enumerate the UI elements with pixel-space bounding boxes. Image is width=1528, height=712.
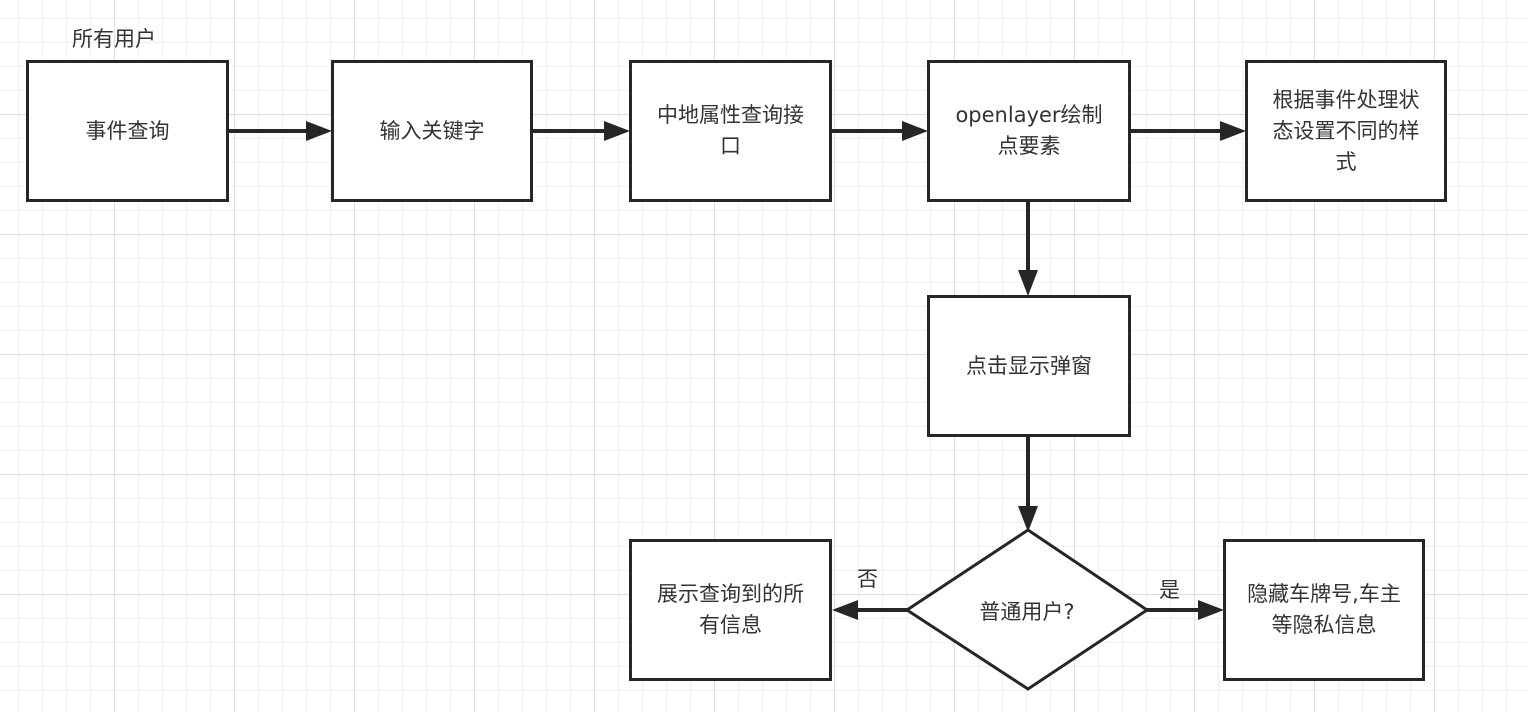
node-event-query-label: 事件查询 (85, 118, 170, 143)
decision-label: 普通用户? (979, 600, 1075, 624)
arrowhead (1018, 506, 1038, 532)
node-attribute-query: 中地属性查询接口 (629, 60, 832, 202)
node-style-by-status-label: 根据事件处理状态设置不同的样式 (1272, 87, 1420, 174)
arrowhead (306, 121, 332, 141)
arrowhead (832, 600, 858, 620)
node-event-query: 事件查询 (26, 60, 229, 202)
node-hide-private-info: 隐藏车牌号,车主等隐私信息 (1223, 539, 1425, 681)
arrowhead (1220, 121, 1246, 141)
node-hide-private-info-label: 隐藏车牌号,车主等隐私信息 (1247, 582, 1401, 637)
node-draw-points: openlayer绘制点要素 (927, 60, 1131, 202)
node-draw-points-label: openlayer绘制点要素 (955, 103, 1103, 158)
edge-label-no: 否 (857, 567, 878, 591)
node-show-all-info: 展示查询到的所有信息 (629, 539, 832, 681)
edge-label-yes: 是 (1159, 578, 1180, 602)
node-input-keyword-label: 输入关键字 (379, 118, 485, 143)
node-click-popup: 点击显示弹窗 (927, 295, 1131, 437)
arrowhead (1198, 600, 1224, 620)
node-style-by-status: 根据事件处理状态设置不同的样式 (1245, 60, 1447, 202)
node-click-popup-label: 点击显示弹窗 (966, 353, 1092, 378)
node-show-all-info-label: 展示查询到的所有信息 (657, 582, 804, 637)
node-attribute-query-label: 中地属性查询接口 (657, 103, 804, 158)
arrowhead (902, 121, 928, 141)
arrowhead (1018, 270, 1038, 296)
arrowhead (604, 121, 630, 141)
node-input-keyword: 输入关键字 (331, 60, 533, 202)
decision-diamond (904, 528, 1150, 691)
lane-label: 所有用户 (72, 27, 156, 51)
